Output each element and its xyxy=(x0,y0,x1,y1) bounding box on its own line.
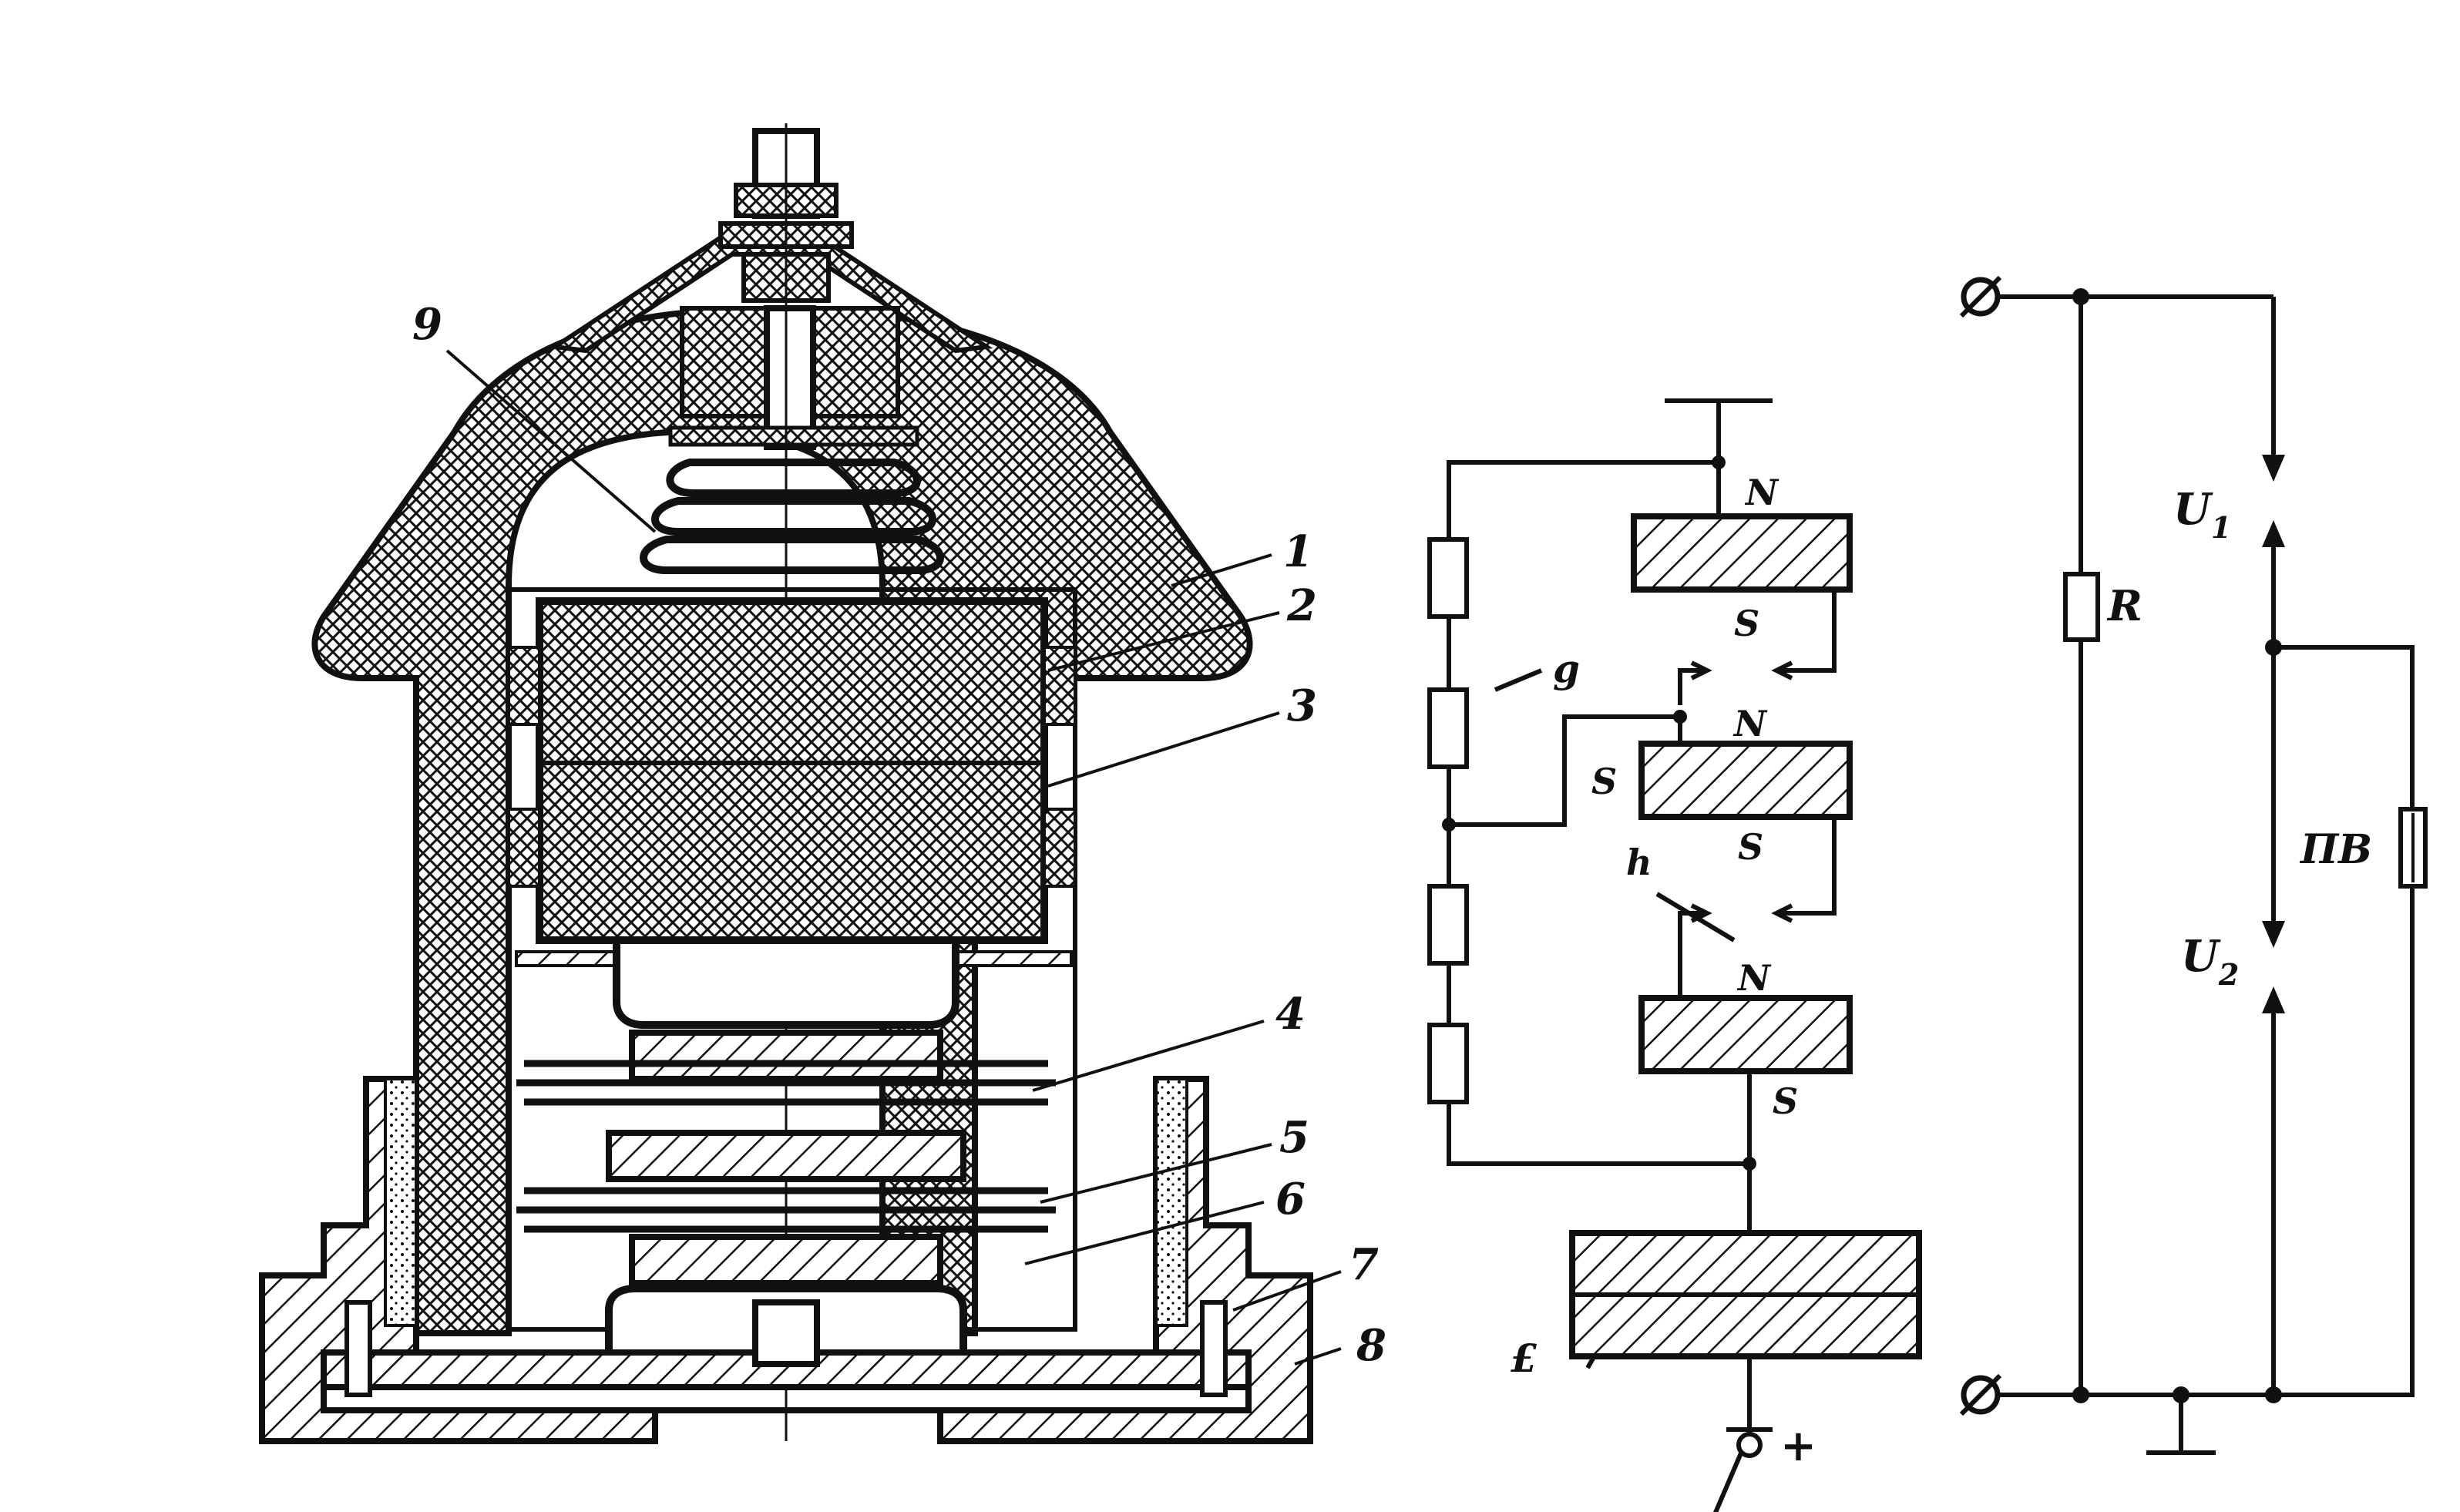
pole-s-top: S xyxy=(1734,603,1759,644)
bolt-right xyxy=(1200,1300,1228,1397)
resistor-1 xyxy=(1427,537,1469,619)
spring xyxy=(640,459,944,574)
magnet-mid xyxy=(1638,741,1853,820)
pole-n-bot: N xyxy=(1736,957,1772,999)
flux-arrows xyxy=(1690,660,1793,923)
contact-disc-1 xyxy=(629,1030,943,1082)
u2-main: U xyxy=(2181,931,2221,982)
contact-springs-lower xyxy=(516,1187,1056,1233)
voltage-arrows xyxy=(2262,455,2285,1013)
contact-springs-upper xyxy=(516,1060,1056,1106)
label-g: g xyxy=(1553,646,1580,691)
resistor-3 xyxy=(1427,884,1469,966)
center-rod-top xyxy=(764,305,816,450)
coil-flange-left-2 xyxy=(507,808,541,888)
bottom-outline xyxy=(262,1407,1310,1444)
coil-flange-right-2 xyxy=(1043,808,1077,888)
label-part-9: 9 xyxy=(412,299,442,350)
seal-right xyxy=(1154,1077,1188,1327)
label-fuse: ПВ xyxy=(2299,826,2372,873)
spring-seat xyxy=(668,425,919,447)
label-part-2: 2 xyxy=(1286,580,1317,631)
terminal-bottom xyxy=(1959,1373,2002,1416)
coil-block xyxy=(536,597,1048,944)
label-r: R xyxy=(2106,581,2142,630)
u1-main: U xyxy=(2173,484,2213,535)
label-part-6: 6 xyxy=(1275,1174,1306,1225)
magnet-circuit: N S N S S N S g h £ + xyxy=(1427,398,1922,1512)
label-part-8: 8 xyxy=(1356,1320,1386,1371)
pole-s-mid-right: S xyxy=(1738,826,1763,868)
circuit-wires xyxy=(1447,398,1837,1512)
bolt-left xyxy=(344,1300,372,1397)
pole-s-mid-left: S xyxy=(1591,761,1617,802)
bottom-terminal xyxy=(1736,1432,1763,1458)
coil-flange-right-1 xyxy=(1043,646,1077,726)
voltage-dots xyxy=(2072,288,2282,1403)
voltage-wires xyxy=(1996,294,2415,1455)
u1-sub: 1 xyxy=(2211,510,2231,545)
label-u1: U1 xyxy=(2173,484,2231,545)
pole-s-bot: S xyxy=(1773,1080,1798,1122)
magnet-top xyxy=(1631,513,1853,593)
voltage-circuit: R U1 U2 ПВ xyxy=(1959,275,2428,1455)
label-part-7: 7 xyxy=(1349,1239,1379,1290)
label-part-4: 4 xyxy=(1275,989,1306,1040)
label-e: £ xyxy=(1511,1336,1538,1381)
contact-disc-3 xyxy=(629,1234,943,1286)
pole-n-mid: N xyxy=(1732,703,1768,744)
label-part-5: 5 xyxy=(1279,1112,1309,1163)
leader-lines xyxy=(445,349,1342,1366)
resistor-4 xyxy=(1427,1023,1469,1104)
plus-sign: + xyxy=(1780,1420,1816,1471)
center-boss xyxy=(752,1299,820,1367)
label-part-1: 1 xyxy=(1283,526,1313,577)
u2-sub: 2 xyxy=(2218,957,2239,992)
junction-dots xyxy=(1442,455,1756,1171)
armature-cup xyxy=(613,944,959,1029)
terminal-top xyxy=(1959,275,2002,318)
magnet-bot xyxy=(1638,995,1853,1074)
contact-disc-2 xyxy=(606,1130,966,1182)
label-part-3: 3 xyxy=(1287,680,1317,731)
resistor-2 xyxy=(1427,687,1469,769)
seal-left xyxy=(384,1077,418,1327)
pole-n-top: N xyxy=(1744,472,1779,513)
label-u2: U2 xyxy=(2181,931,2239,992)
resistor-r xyxy=(2063,572,2100,642)
label-h: h xyxy=(1626,842,1652,883)
relay-cross-section xyxy=(259,123,1313,1444)
coil-flange-left-1 xyxy=(507,646,541,726)
